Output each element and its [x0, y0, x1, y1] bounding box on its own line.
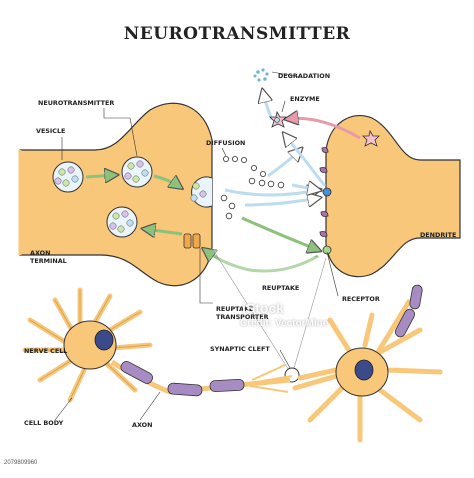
- leader-lines: [54, 71, 339, 421]
- label-axon-terminal-line1: AXON: [30, 249, 51, 257]
- label-axon-terminal-line2: TERMINAL: [30, 257, 67, 265]
- label-degradation: DEGRADATION: [278, 72, 331, 80]
- watermark-logo: [221, 297, 239, 315]
- reuptake-arrows: [205, 216, 318, 273]
- page-title: NEUROTRANSMITTER: [123, 24, 351, 44]
- vesicle-transport-arrows: [85, 175, 182, 234]
- label-neurotransmitter: NEUROTRANSMITTER: [38, 99, 115, 107]
- label-enzyme: ENZYME: [290, 95, 320, 103]
- receptor-group: [319, 147, 332, 255]
- vesicle-fusing: [190, 176, 213, 208]
- vesicle-2: [121, 156, 153, 188]
- label-synaptic-cleft: SYNAPTIC CLEFT: [210, 345, 270, 353]
- stock-id: 2079809960: [4, 460, 38, 466]
- label-nerve-cell: NERVE CELL: [24, 347, 68, 355]
- label-dendrite: DENDRITE: [420, 231, 457, 239]
- reuptake-transporter: [183, 233, 201, 249]
- label-vesicle: VESICLE: [36, 127, 66, 135]
- axon-myelin: [110, 359, 293, 397]
- label-receptor: RECEPTOR: [342, 295, 380, 303]
- nerve-cell-1: [22, 287, 153, 403]
- enzyme-icon: [269, 110, 287, 128]
- label-reuptake: REUPTAKE: [262, 284, 300, 292]
- label-diffusion: DIFFUSION: [206, 139, 246, 147]
- watermark-brand: iStock: [242, 300, 285, 316]
- enzyme-free-icon: [362, 129, 380, 147]
- label-reuptake-transporter-line2: TRANSPORTER: [216, 313, 269, 321]
- degraded-molecule-icon: [253, 68, 269, 82]
- label-cell-body: CELL BODY: [24, 419, 64, 427]
- nerve-cell-2: [292, 284, 443, 443]
- vesicle-3: [106, 206, 138, 238]
- dendrite-terminal: [325, 114, 461, 278]
- label-reuptake-transporter-line1: REUPTAKE: [216, 305, 254, 313]
- watermark-credit: Credit: VectorMine: [240, 318, 329, 329]
- diffusing-molecules: [220, 155, 285, 220]
- label-axon: AXON: [132, 421, 153, 429]
- vesicle-1: [52, 161, 84, 193]
